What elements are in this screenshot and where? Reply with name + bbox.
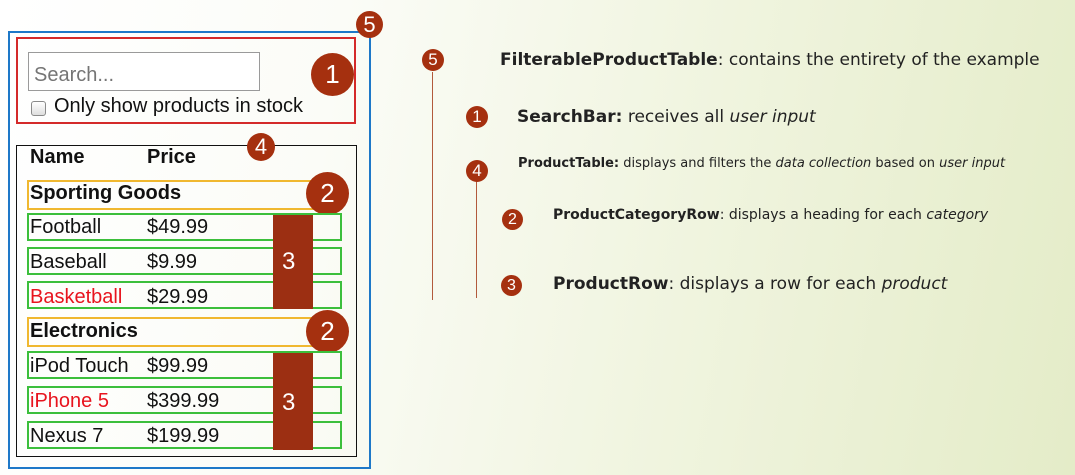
badge-3-mockup: 3 bbox=[282, 248, 296, 275]
legend-description-italic: category bbox=[926, 207, 989, 223]
product-name: Nexus 7 bbox=[30, 425, 104, 447]
product-price: $99.99 bbox=[147, 355, 209, 377]
product-price: $9.99 bbox=[147, 251, 198, 273]
legend-description: contains the entirety of the example bbox=[723, 50, 1040, 70]
legend-product-table: ProductTable: displays and filters the d… bbox=[518, 156, 1005, 171]
legend-description-italic: user input bbox=[939, 156, 1006, 171]
product-row-outline bbox=[27, 421, 342, 449]
product-name-out-of-stock: iPhone 5 bbox=[30, 390, 109, 412]
legend-component-name: ProductCategoryRow bbox=[553, 207, 720, 223]
badge-1-mockup: 1 bbox=[311, 53, 354, 96]
legend-description-italic: product bbox=[881, 274, 948, 294]
category-name: Electronics bbox=[30, 320, 138, 342]
in-stock-checkbox-label: Only show products in stock bbox=[54, 95, 303, 117]
product-row-marker bbox=[273, 215, 313, 309]
legend-filterable-product-table: FilterableProductTable: contains the ent… bbox=[500, 50, 1040, 70]
badge-4-legend: 4 bbox=[466, 160, 488, 182]
product-row-outline bbox=[27, 351, 342, 379]
badge-2-legend: 2 bbox=[502, 209, 523, 230]
product-name: Football bbox=[30, 216, 102, 238]
search-input[interactable] bbox=[28, 52, 260, 91]
product-name-out-of-stock: Basketball bbox=[30, 286, 123, 308]
legend-description: : displays a row for each bbox=[668, 274, 882, 294]
product-name: Baseball bbox=[30, 251, 107, 273]
legend-searchbar: SearchBar: receives all user input bbox=[517, 107, 816, 127]
legend-description: displays and filters the bbox=[619, 156, 776, 171]
badge-5-mockup: 5 bbox=[356, 11, 383, 38]
product-row-marker bbox=[273, 353, 313, 450]
in-stock-checkbox[interactable] bbox=[31, 101, 46, 116]
hierarchy-line-5 bbox=[432, 72, 433, 300]
legend-description: based on bbox=[871, 156, 940, 171]
legend-component-name: SearchBar: bbox=[517, 107, 623, 127]
product-price: $49.99 bbox=[147, 216, 209, 238]
legend-description: : displays a heading for each bbox=[719, 207, 927, 223]
legend-component-name: FilterableProductTable bbox=[500, 50, 718, 70]
product-price: $399.99 bbox=[147, 390, 220, 412]
legend-separator: : bbox=[717, 50, 724, 70]
legend-description: receives all bbox=[622, 107, 730, 127]
category-name: Sporting Goods bbox=[30, 182, 182, 204]
product-name: iPod Touch bbox=[30, 355, 129, 377]
legend-component-name: ProductRow bbox=[553, 274, 669, 294]
badge-5-legend: 5 bbox=[422, 49, 444, 71]
product-price: $29.99 bbox=[147, 286, 209, 308]
legend-product-row: ProductRow: displays a row for each prod… bbox=[553, 274, 947, 294]
product-row-outline bbox=[27, 386, 342, 414]
searchbar-outline bbox=[16, 37, 356, 124]
badge-2-mockup: 2 bbox=[306, 172, 349, 215]
column-header-name: Name bbox=[30, 146, 85, 168]
hierarchy-line-4 bbox=[476, 178, 477, 298]
product-price: $199.99 bbox=[147, 425, 220, 447]
filterable-product-table-outline bbox=[8, 31, 371, 469]
legend-component-name: ProductTable: bbox=[518, 156, 620, 171]
badge-3-legend: 3 bbox=[501, 275, 522, 296]
product-row-outline bbox=[27, 281, 342, 309]
legend-description-italic: data collection bbox=[775, 156, 872, 171]
product-table-outline bbox=[16, 145, 357, 457]
column-header-price: Price bbox=[147, 146, 196, 168]
product-row-outline bbox=[27, 213, 342, 241]
badge-3-mockup: 3 bbox=[282, 389, 296, 416]
product-row-outline bbox=[27, 247, 342, 275]
badge-2-mockup: 2 bbox=[306, 310, 349, 353]
badge-1-legend: 1 bbox=[466, 106, 488, 128]
legend-description-italic: user input bbox=[729, 107, 816, 127]
legend-product-category-row: ProductCategoryRow: displays a heading f… bbox=[553, 207, 988, 223]
badge-4-mockup: 4 bbox=[247, 133, 275, 161]
